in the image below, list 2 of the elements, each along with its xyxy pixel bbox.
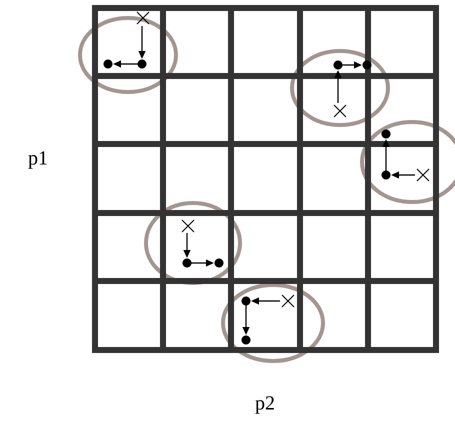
- axis-label: p2: [255, 396, 274, 414]
- axis-label: p1: [28, 151, 47, 169]
